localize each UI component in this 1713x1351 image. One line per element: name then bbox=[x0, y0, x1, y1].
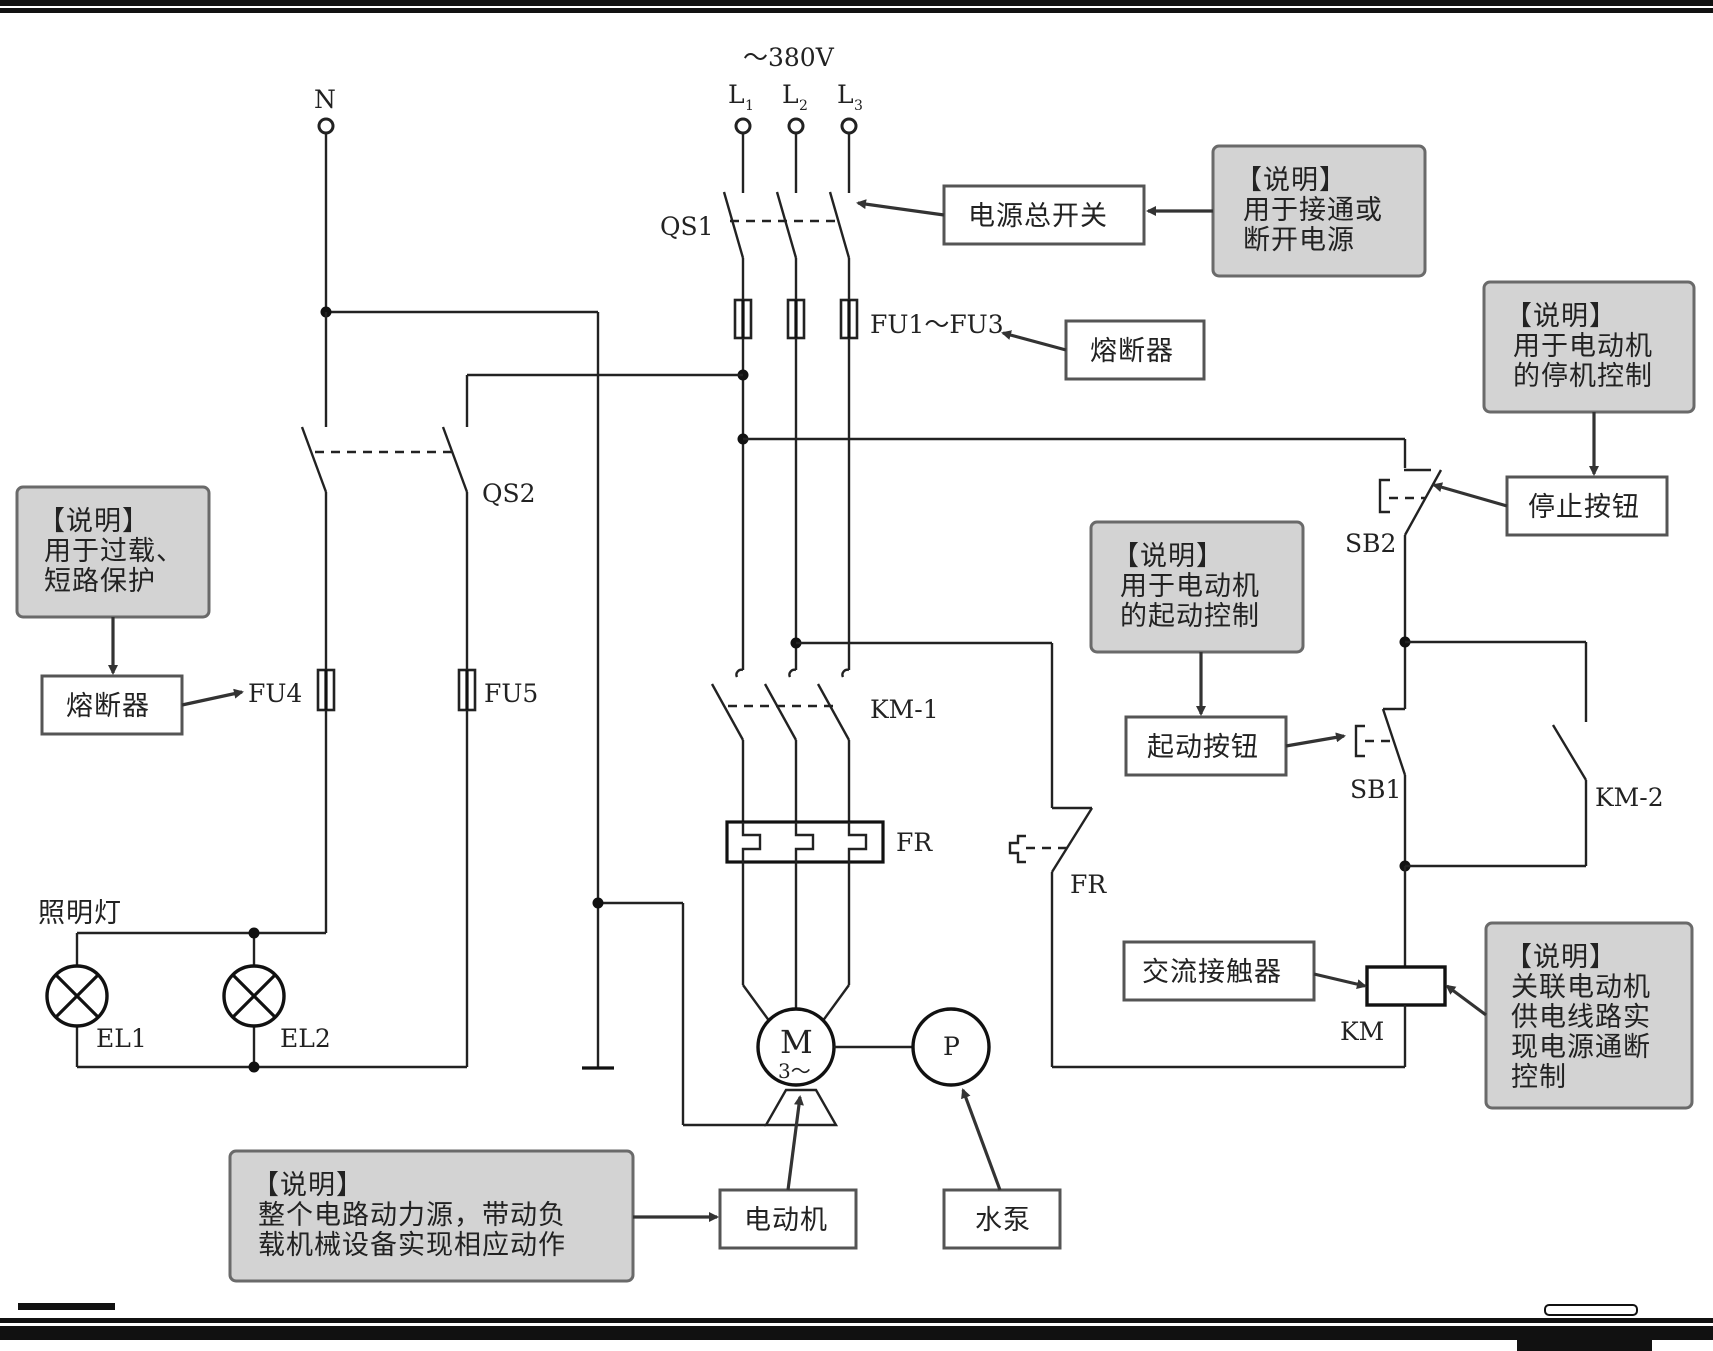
contactor-tag-text: 交流接触器 bbox=[1142, 957, 1282, 988]
fr-overload-contact-symbol bbox=[1008, 834, 1070, 864]
l1-terminal-label: L bbox=[728, 80, 745, 109]
note-start-line3: 的起动控制 bbox=[1120, 601, 1260, 632]
fuse-top-tag: 熔断器 bbox=[1064, 319, 1206, 381]
note-main-switch-line3: 断开电源 bbox=[1243, 225, 1355, 256]
l1-terminal-subscript: 1 bbox=[745, 98, 754, 114]
l2-terminal bbox=[787, 117, 805, 135]
motor-tag-text: 电动机 bbox=[744, 1205, 828, 1236]
el1-label: EL1 bbox=[96, 1024, 147, 1053]
neutral-terminal bbox=[317, 117, 335, 135]
motor-phase-label: 3～ bbox=[778, 1059, 811, 1083]
fu1-fu3-fuses bbox=[733, 298, 859, 340]
lighting-wiring bbox=[75, 312, 743, 1073]
l1-terminal bbox=[734, 117, 752, 135]
note-motor-line2: 整个电路动力源，带动负 bbox=[258, 1200, 566, 1231]
start-button-tag: 起动按钮 bbox=[1124, 715, 1288, 777]
main-switch-tag: 电源总开关 bbox=[942, 184, 1146, 246]
note-main-switch-line1: 【说明】 bbox=[1235, 165, 1347, 196]
el1-lamp-symbol bbox=[45, 964, 109, 1028]
qs1-switch-symbol bbox=[722, 133, 851, 300]
l2-terminal-label: L bbox=[782, 80, 799, 109]
note-fuse: 【说明】 用于过载、 短路保护 bbox=[15, 485, 211, 619]
sb2-label: SB2 bbox=[1345, 529, 1396, 558]
main-switch-tag-text: 电源总开关 bbox=[968, 201, 1108, 232]
lighting-label: 照明灯 bbox=[38, 898, 122, 929]
qs1-label: QS1 bbox=[660, 212, 714, 241]
motor-tag: 电动机 bbox=[718, 1188, 858, 1250]
neutral-terminal-label: N bbox=[314, 85, 336, 114]
fu4-label: FU4 bbox=[248, 679, 302, 708]
sb1-label: SB1 bbox=[1350, 775, 1401, 804]
pump-tag: 水泵 bbox=[942, 1188, 1062, 1250]
el2-label: EL2 bbox=[280, 1024, 331, 1053]
note-fuse-line3: 短路保护 bbox=[44, 566, 156, 597]
sb2-stop-button-symbol bbox=[1378, 478, 1426, 514]
note-contactor-line1: 【说明】 bbox=[1505, 942, 1617, 973]
fr-contact-label: FR bbox=[1070, 870, 1107, 899]
fuse-left-tag-text: 熔断器 bbox=[66, 691, 150, 722]
note-stop: 【说明】 用于电动机 的停机控制 bbox=[1482, 280, 1696, 414]
fuse-top-tag-text: 熔断器 bbox=[1090, 336, 1174, 367]
motor-m-label: M bbox=[780, 1023, 813, 1061]
fu5-label: FU5 bbox=[484, 679, 538, 708]
note-contactor-line3: 供电线路实 bbox=[1511, 1002, 1651, 1033]
contactor-tag: 交流接触器 bbox=[1122, 940, 1316, 1002]
pump-p-label: P bbox=[943, 1032, 960, 1061]
km2-label: KM-2 bbox=[1595, 783, 1664, 812]
note-fuse-line1: 【说明】 bbox=[38, 506, 150, 537]
note-motor-line1: 【说明】 bbox=[252, 1170, 364, 1201]
pump-tag-text: 水泵 bbox=[975, 1205, 1031, 1236]
note-motor-line3: 载机械设备实现相应动作 bbox=[258, 1230, 566, 1261]
pointer-arrows bbox=[108, 199, 1599, 1222]
stop-button-tag: 停止按钮 bbox=[1505, 475, 1669, 537]
note-start-line1: 【说明】 bbox=[1112, 541, 1224, 572]
pump-symbol bbox=[911, 1007, 991, 1087]
note-main-switch-line2: 用于接通或 bbox=[1243, 195, 1383, 226]
km1-main-contacts bbox=[710, 668, 851, 822]
km-coil-label: KM bbox=[1340, 1017, 1384, 1046]
fr-thermal-label: FR bbox=[896, 828, 933, 857]
three-phase-wiring bbox=[737, 338, 851, 670]
stop-button-tag-text: 停止按钮 bbox=[1528, 492, 1640, 523]
sb1-start-button-symbol bbox=[1354, 724, 1394, 758]
note-fuse-line2: 用于过载、 bbox=[44, 536, 184, 567]
note-start: 【说明】 用于电动机 的起动控制 bbox=[1089, 520, 1305, 654]
note-stop-line2: 用于电动机 bbox=[1513, 331, 1653, 362]
note-start-line2: 用于电动机 bbox=[1120, 571, 1260, 602]
start-button-tag-text: 起动按钮 bbox=[1147, 732, 1259, 763]
fuse-left-tag: 熔断器 bbox=[40, 674, 184, 736]
l3-terminal-label: L bbox=[837, 80, 854, 109]
el2-lamp-symbol bbox=[222, 964, 286, 1028]
note-contactor-line2: 关联电动机 bbox=[1511, 972, 1651, 1003]
note-stop-line1: 【说明】 bbox=[1505, 301, 1617, 332]
supply-voltage-label: ～380V bbox=[743, 43, 835, 72]
l3-terminal-subscript: 3 bbox=[854, 98, 863, 114]
km1-label: KM-1 bbox=[870, 695, 939, 724]
note-stop-line3: 的停机控制 bbox=[1513, 361, 1653, 392]
note-main-switch: 【说明】 用于接通或 断开电源 bbox=[1211, 144, 1427, 278]
l3-terminal bbox=[840, 117, 858, 135]
fr-thermal-element bbox=[725, 820, 885, 1023]
fu1-fu3-label: FU1～FU3 bbox=[870, 310, 1004, 339]
note-contactor-line5: 控制 bbox=[1511, 1062, 1567, 1093]
l2-terminal-subscript: 2 bbox=[799, 98, 808, 114]
note-contactor: 【说明】 关联电动机 供电线路实 现电源通断 控制 bbox=[1484, 921, 1694, 1110]
note-contactor-line4: 现电源通断 bbox=[1511, 1032, 1651, 1063]
qs2-label: QS2 bbox=[482, 479, 536, 508]
note-motor: 【说明】 整个电路动力源，带动负 载机械设备实现相应动作 bbox=[228, 1149, 635, 1283]
neutral-wiring bbox=[320, 133, 766, 1127]
control-wiring bbox=[743, 437, 1588, 1069]
